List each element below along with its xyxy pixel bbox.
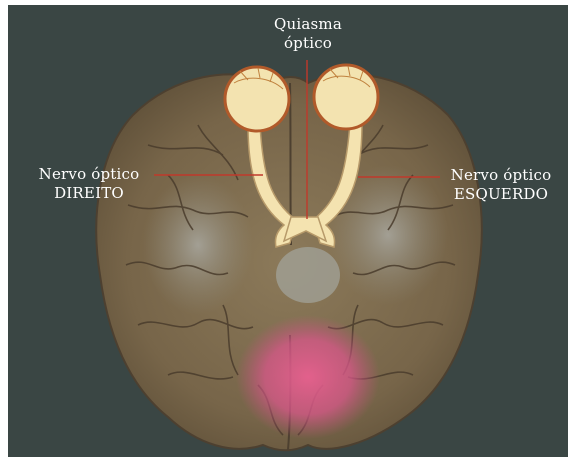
left-optic-nerve-label-line2: ESQUERDO [440,185,562,204]
brain-illustration [8,5,568,457]
chiasm-label-line1: Quiasma [260,15,356,34]
chiasm-label: Quiasma óptico [260,15,356,53]
left-eyeball [314,65,378,129]
right-optic-nerve-label: Nervo óptico DIREITO [30,165,148,203]
illustration-panel: Quiasma óptico Nervo óptico DIREITO Nerv… [8,5,568,457]
brain [96,74,481,450]
right-eyeball [225,67,289,131]
right-optic-nerve-label-line1: Nervo óptico [30,165,148,184]
left-optic-nerve-label-line1: Nervo óptico [440,166,562,185]
chiasm-label-line2: óptico [260,34,356,53]
left-optic-nerve-label: Nervo óptico ESQUERDO [440,166,562,204]
visual-cortex-highlight [236,315,380,439]
right-optic-nerve-label-line2: DIREITO [30,184,148,203]
